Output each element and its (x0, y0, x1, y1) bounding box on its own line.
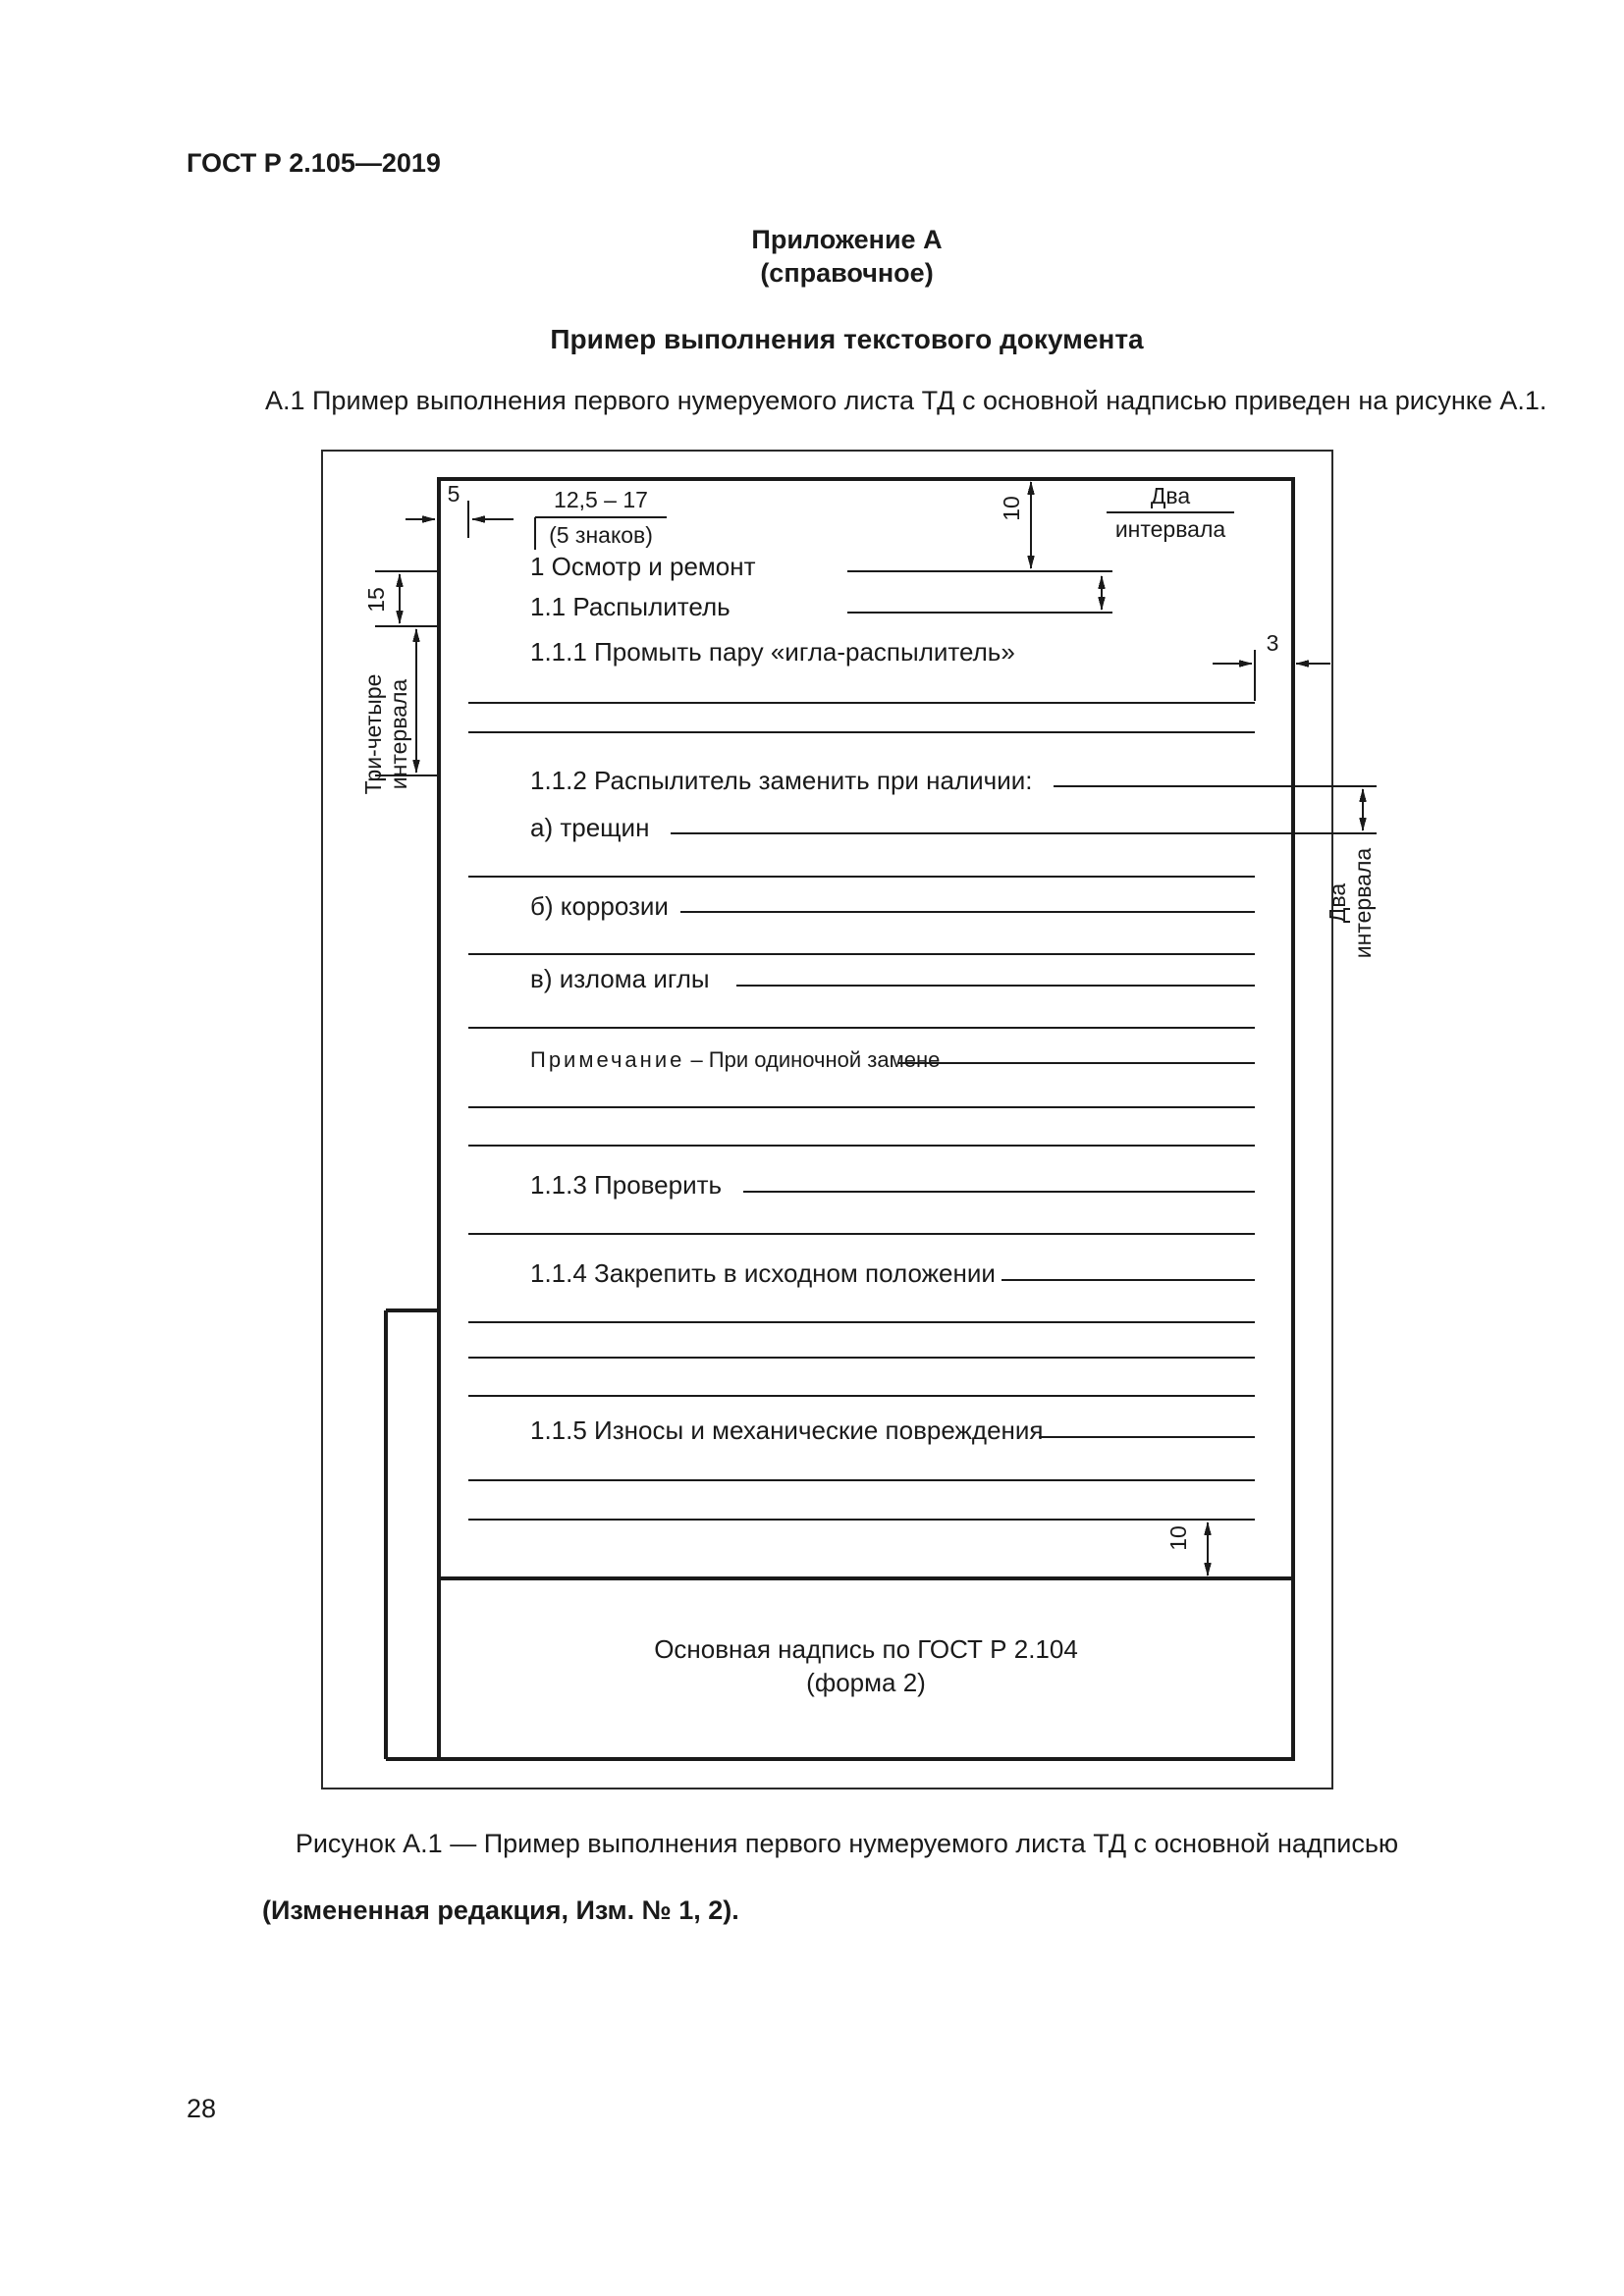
title-block-line1: Основная надпись по ГОСТ Р 2.104 (654, 1634, 1078, 1664)
doc-note-text: – При одиночной замене (684, 1047, 941, 1072)
appendix-subtitle: (справочное) (760, 258, 934, 288)
dim-label-5-znakov: (5 знаков) (549, 522, 653, 548)
doc-line-promyt: 1.1.1 Промыть пару «игла-распылитель» (530, 637, 1015, 667)
dim-label-10-top: 10 (999, 496, 1024, 521)
document-header: ГОСТ Р 2.105—2019 (187, 148, 441, 178)
title-block-line2: (форма 2) (806, 1668, 926, 1697)
doc-line-osmotr: 1 Осмотр и ремонт (530, 552, 756, 581)
doc-line-izloma: в) излома иглы (530, 964, 710, 993)
doc-note-label: Примечание (530, 1047, 685, 1072)
dim-label-tri-chetyre: Три-четыре интервала (360, 661, 411, 808)
doc-line-raspylitel: 1.1 Распылитель (530, 592, 731, 621)
page-number: 28 (187, 2094, 217, 2123)
figure-outer-border (321, 450, 1333, 1789)
figure-caption: Рисунок А.1 — Пример выполнения первого … (295, 1829, 1399, 1858)
document-frame (384, 477, 1295, 1761)
doc-line-zamenit: 1.1.2 Распылитель заменить при наличии: (530, 766, 1033, 795)
dim-label-intervala-top: интервала (1114, 516, 1226, 542)
section-title: Пример выполнения текстового документа (550, 324, 1144, 354)
dim-label-tri-chetyre-line2: интервала (386, 678, 411, 790)
dim-label-dva-top: Два (1150, 483, 1191, 508)
ruled-lines (468, 570, 1377, 1521)
title-block: Основная надпись по ГОСТ Р 2.104 (форма … (439, 1632, 1293, 1699)
dim-label-3: 3 (1266, 630, 1279, 656)
dim-label-dva-right-line2: интервала (1350, 847, 1376, 959)
doc-line-korrozii: б) коррозии (530, 891, 669, 921)
dimension-lines (375, 480, 1367, 1577)
appendix-title: Приложение А (751, 225, 943, 254)
intro-paragraph: А.1 Пример выполнения первого нумеруемог… (265, 386, 1547, 415)
doc-line-proverit: 1.1.3 Проверить (530, 1170, 723, 1200)
doc-line-iznosy: 1.1.5 Износы и механические повреждения (530, 1415, 1044, 1445)
dim-label-dva-right-line1: Два (1325, 882, 1350, 924)
doc-note: Примечание – При одиночной замене (530, 1045, 940, 1075)
dim-label-12-17: 12,5 – 17 (554, 487, 648, 512)
figure-linework (321, 450, 1377, 1789)
figure-a1: 1 Осмотр и ремонт 1.1 Распылитель 1.1.1 … (321, 450, 1381, 1789)
dim-label-tri-chetyre-line1: Три-четыре (360, 673, 386, 795)
doc-line-zakrepit: 1.1.4 Закрепить в исходном положении (530, 1258, 996, 1288)
doc-line-treshchin: а) трещин (530, 813, 650, 842)
dim-label-5: 5 (447, 481, 460, 507)
dim-label-15: 15 (363, 587, 389, 613)
dim-label-dva-right: Два интервала (1325, 834, 1376, 972)
dim-label-10-bottom: 10 (1165, 1525, 1191, 1551)
revision-note: (Измененная редакция, Изм. № 1, 2). (262, 1896, 739, 1925)
